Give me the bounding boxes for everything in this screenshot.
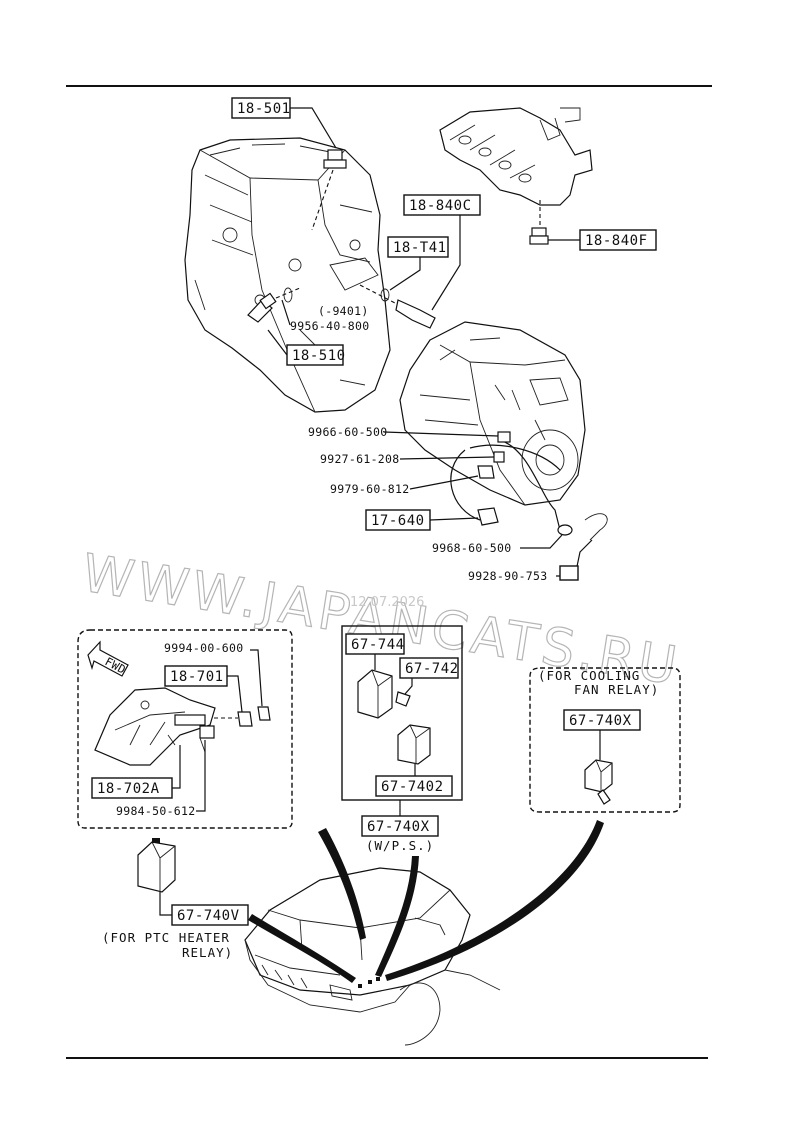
note-wps: (W/P.S.) bbox=[366, 838, 434, 853]
label-67-744: 67-744 bbox=[351, 637, 405, 653]
leader-9956 bbox=[281, 299, 291, 326]
label-67-740X-ps: 67-740X bbox=[367, 819, 430, 835]
note-ptc-line1: (FOR PTC HEATER bbox=[102, 930, 230, 945]
label-9966-60-500: 9966-60-500 bbox=[308, 425, 387, 439]
label-9994-00-600: 9994-00-600 bbox=[164, 641, 243, 655]
label-box-18-840C bbox=[403, 194, 481, 216]
note-cooling-line2: FAN RELAY) bbox=[574, 682, 659, 697]
label-17-640: 17-640 bbox=[371, 513, 425, 529]
leader-9927 bbox=[399, 456, 495, 460]
leader-67-742 bbox=[404, 678, 413, 695]
label-67-742: 67-742 bbox=[405, 661, 459, 677]
engine-block-drawing bbox=[184, 137, 391, 413]
label-18-501: 18-501 bbox=[237, 101, 291, 117]
leader-18-701 bbox=[227, 675, 243, 713]
intake-manifold-drawing bbox=[439, 107, 593, 228]
arrow-ptc-to-car bbox=[248, 914, 356, 983]
transmission-parts-drawing bbox=[477, 431, 608, 541]
leader-17-640 bbox=[429, 517, 479, 521]
label-9927-61-208: 9927-61-208 bbox=[320, 452, 399, 466]
label-67-7402: 67-7402 bbox=[381, 779, 444, 795]
relay-67-744-drawing bbox=[357, 669, 393, 719]
label-18-702A: 18-702A bbox=[97, 781, 160, 797]
relay-ptc-drawing bbox=[137, 838, 176, 893]
label-9979-60-812: 9979-60-812 bbox=[330, 482, 409, 496]
dashed-group-right bbox=[529, 667, 681, 813]
note-9401: (-9401) bbox=[318, 304, 369, 318]
leader-9968 bbox=[520, 534, 563, 549]
relay-fan-drawing bbox=[584, 759, 613, 805]
label-9956-40-800: 9956-40-800 bbox=[290, 319, 369, 333]
leader-18-501 bbox=[290, 107, 337, 149]
clip-67-742-drawing bbox=[395, 691, 411, 707]
leader-67-740V bbox=[159, 892, 172, 916]
leader-9979 bbox=[409, 475, 479, 490]
washer-drawing bbox=[283, 287, 293, 303]
label-9984-50-612: 9984-50-612 bbox=[116, 804, 195, 818]
label-box-67-740V bbox=[171, 904, 249, 926]
sensor-18-501-drawing bbox=[311, 149, 347, 231]
note-ptc-line2: RELAY) bbox=[182, 945, 233, 960]
dashed-group-left bbox=[77, 629, 293, 829]
label-18-840C: 18-840C bbox=[409, 198, 472, 214]
label-9968-60-500: 9968-60-500 bbox=[432, 541, 511, 555]
arrow-left-to-car bbox=[318, 828, 366, 940]
sensor-18-510-drawing bbox=[247, 287, 301, 323]
switch-18-840C-drawing bbox=[359, 284, 436, 329]
leader-18-T41 bbox=[389, 257, 421, 291]
label-18-701: 18-701 bbox=[170, 669, 224, 685]
fwd-arrow: FWD bbox=[87, 640, 129, 677]
label-9928-90-753: 9928-90-753 bbox=[468, 569, 547, 583]
fwd-label: FWD bbox=[103, 654, 129, 677]
label-box-67-7402 bbox=[375, 775, 453, 797]
pedal-bracket-drawing bbox=[94, 687, 271, 766]
label-box-67-742 bbox=[399, 657, 459, 679]
leader-18-840C bbox=[431, 215, 461, 311]
leader-18-510 bbox=[267, 329, 288, 356]
label-18-T41: 18-T41 bbox=[393, 240, 447, 256]
leader-18-702A bbox=[172, 745, 181, 789]
label-box-67-740X-ps bbox=[361, 815, 439, 837]
watermark-date: 12.07.2026 bbox=[350, 595, 424, 610]
label-67-740V: 67-740V bbox=[177, 908, 240, 924]
relay-67-7402-drawing bbox=[397, 724, 431, 765]
label-box-18-T41 bbox=[387, 236, 449, 258]
note-cooling-line1: (FOR COOLING bbox=[538, 668, 640, 683]
leader-9966 bbox=[383, 431, 499, 437]
label-18-510: 18-510 bbox=[292, 348, 346, 364]
car-outline-drawing bbox=[244, 867, 501, 1046]
label-67-740X-fan: 67-740X bbox=[569, 713, 632, 729]
transmission-drawing bbox=[399, 321, 586, 531]
leader-9994 bbox=[250, 649, 263, 707]
label-18-840F: 18-840F bbox=[585, 233, 648, 249]
connector-9928-drawing bbox=[559, 565, 579, 581]
relay-group-frame bbox=[341, 625, 463, 801]
leader-9984 bbox=[196, 740, 206, 812]
arrow-center-to-car bbox=[375, 856, 419, 977]
label-box-67-740X-fan bbox=[563, 709, 641, 731]
switch-18-840F-drawing bbox=[529, 227, 549, 245]
